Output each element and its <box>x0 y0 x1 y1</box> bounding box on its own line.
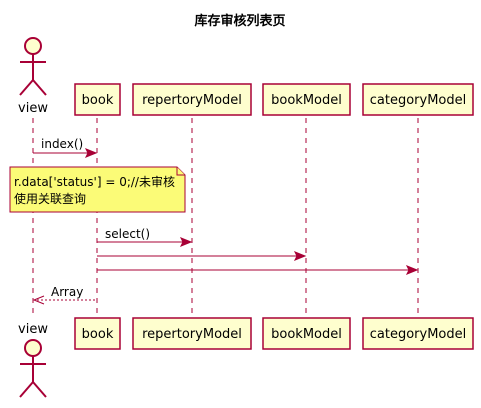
actor-head-icon <box>24 339 42 357</box>
participant-repertoryModel-top: repertoryModel <box>132 83 252 116</box>
note-line-2: 使用关联查询 <box>14 191 86 206</box>
message-select: select() <box>97 227 193 247</box>
participant-label-book-bottom: book <box>82 327 114 342</box>
arrow-head-icon <box>84 148 98 158</box>
message-label-select: select() <box>105 227 150 241</box>
actor-view-top: view <box>18 37 48 116</box>
arrow-head-icon <box>405 265 419 275</box>
message-to-categoryModel <box>97 265 419 275</box>
arrow-head-icon <box>293 251 307 261</box>
participant-label-view-bottom: view <box>18 322 48 337</box>
note: r.data['status'] = 0;//未审核 使用关联查询 <box>9 166 186 213</box>
participant-categoryModel-bottom: categoryModel <box>362 317 474 350</box>
participant-label-repertoryModel-bottom: repertoryModel <box>142 327 242 342</box>
actor-view-bottom: view <box>18 322 48 398</box>
actor-head-icon <box>24 37 42 55</box>
message-label-index: index() <box>41 137 83 151</box>
participant-book-top: book <box>74 83 121 116</box>
message-index: index() <box>33 137 98 158</box>
participant-label-view: view <box>18 101 48 116</box>
diagram-title: 库存审核列表页 <box>194 13 285 29</box>
participant-book-bottom: book <box>74 317 121 350</box>
participant-repertoryModel-bottom: repertoryModel <box>132 317 252 350</box>
note-line-1: r.data['status'] = 0;//未审核 <box>14 174 175 189</box>
participant-label-categoryModel: categoryModel <box>370 93 466 108</box>
participant-bookModel-bottom: bookModel <box>262 317 351 350</box>
participant-label-repertoryModel: repertoryModel <box>142 93 242 108</box>
participant-categoryModel-top: categoryModel <box>362 83 474 116</box>
participant-label-bookModel: bookModel <box>271 93 342 108</box>
message-return-array: Array <box>32 285 97 305</box>
message-to-bookModel <box>97 251 307 261</box>
participant-label-book: book <box>82 93 114 108</box>
arrow-head-icon <box>179 237 193 247</box>
participant-bookModel-top: bookModel <box>262 83 351 116</box>
message-label-array: Array <box>51 285 83 299</box>
participant-label-bookModel-bottom: bookModel <box>271 327 342 342</box>
arrow-head-icon <box>32 295 45 305</box>
participant-label-categoryModel-bottom: categoryModel <box>370 327 466 342</box>
